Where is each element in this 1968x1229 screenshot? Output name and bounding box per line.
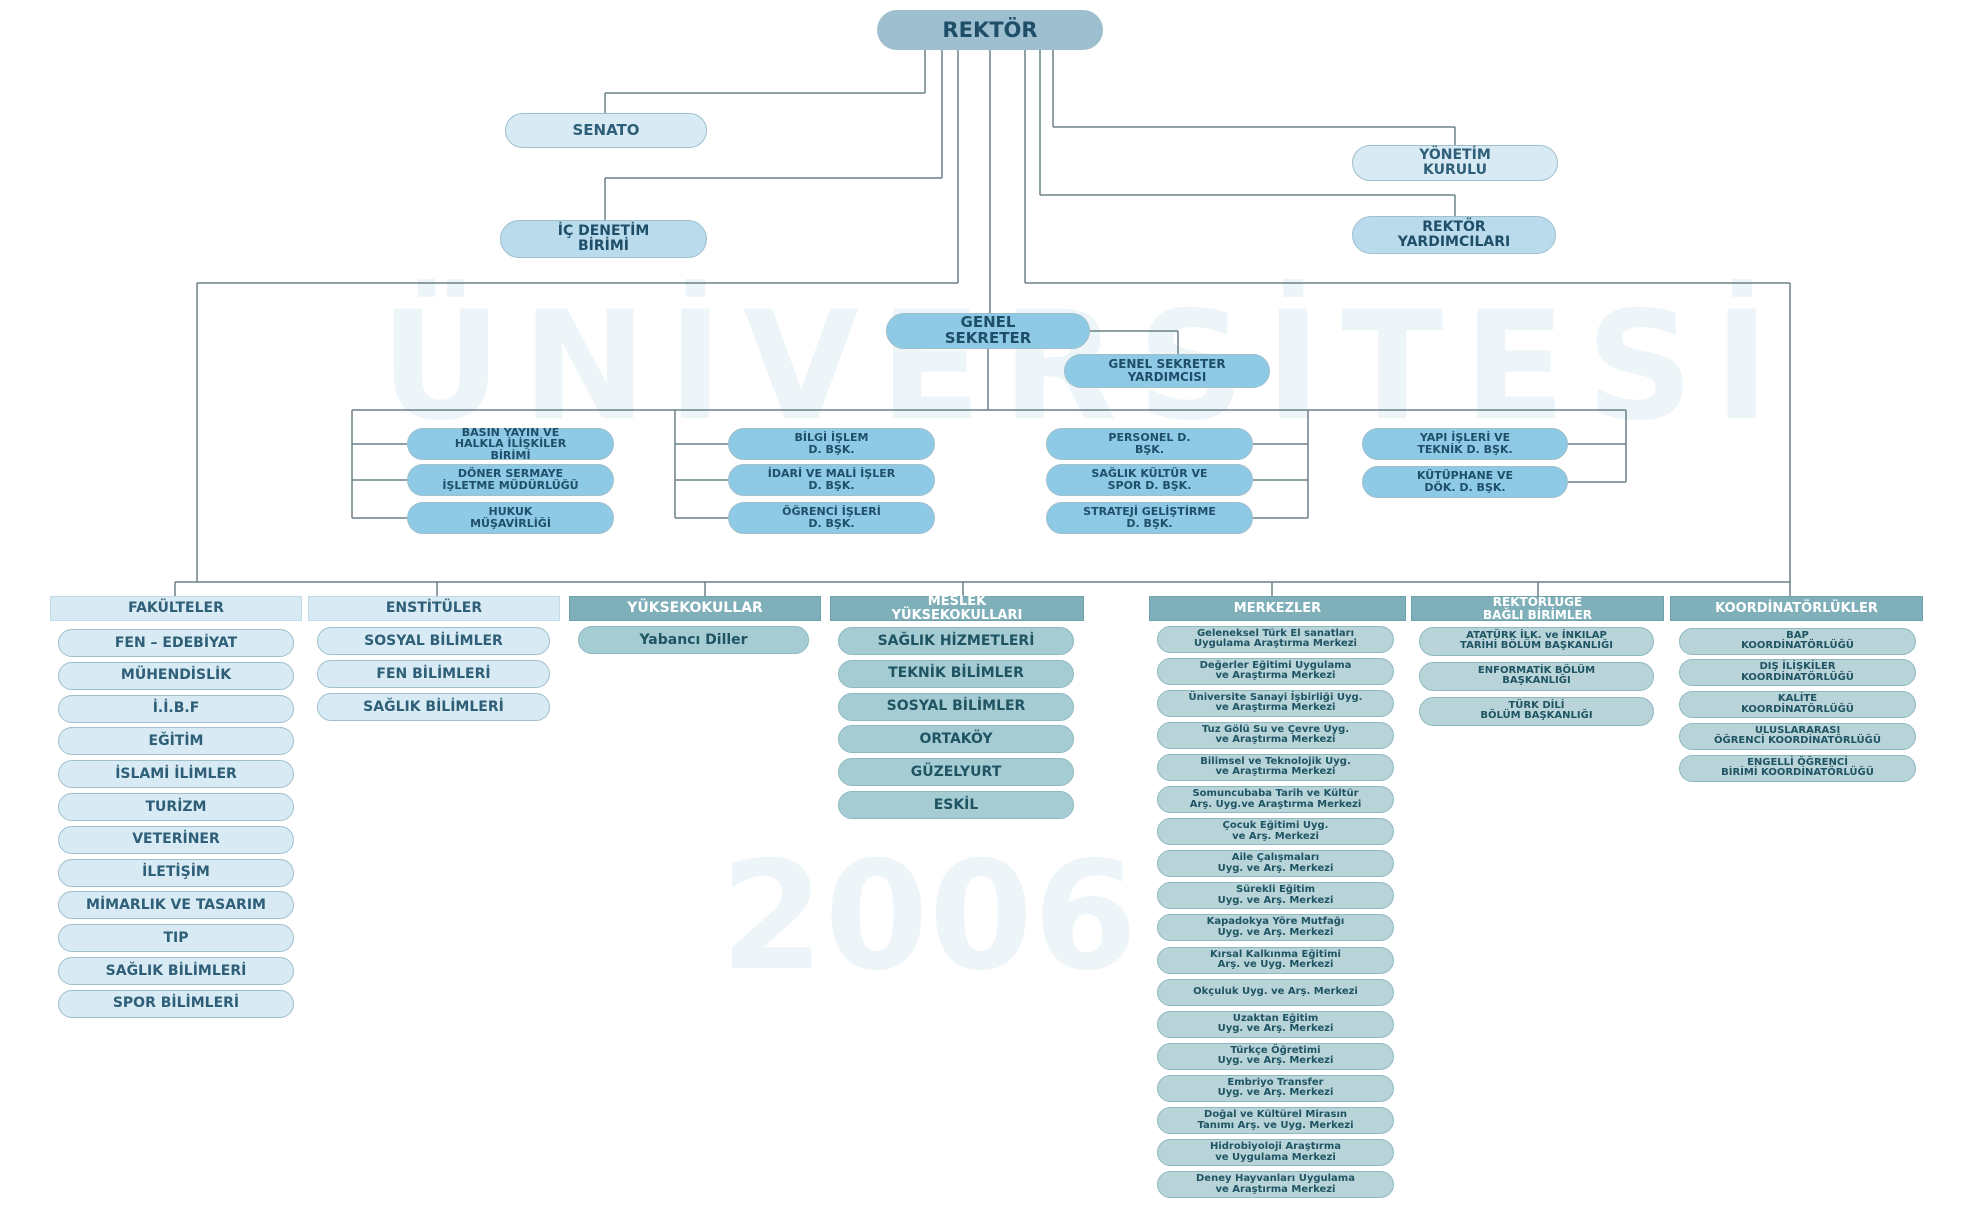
node-rektor: REKTÖR [877,10,1103,50]
fakulteler-item: SAĞLIK BİLİMLERİ [58,957,294,985]
merkezler-item: Bilimsel ve Teknolojik Uyg. ve Araştırma… [1157,753,1394,781]
meslek-item: TEKNİK BİLİMLER [838,659,1074,688]
fakulteler-item: TURİZM [58,793,294,821]
department-group1-item: DÖNER SERMAYE İŞLETME MÜDÜRLÜĞÜ [407,464,614,496]
fakulteler-item: İLETİŞİM [58,858,294,887]
enstituler-item: FEN BİLİMLERİ [317,660,550,688]
watermark-year: 2006 [720,830,1138,1004]
department-group1-item: BASIN YAYIN VE HALKLA İLİŞKİLER BİRİMİ [407,426,614,461]
enstituler-item: SAĞLIK BİLİMLERİ [317,693,550,721]
merkezler-item: Doğal ve Kültürel Mirasın Tanımı Arş. ve… [1157,1107,1394,1134]
meslek-item: GÜZELYURT [838,758,1074,787]
column-header-enstituler: ENSTİTÜLER [308,596,560,621]
merkezler-item: Aile Çalışmaları Uyg. ve Arş. Merkezi [1157,850,1394,878]
meslek-item: SAĞLIK HİZMETLERİ [838,627,1074,655]
meslek-item: ESKİL [838,791,1074,819]
merkezler-item: Okçuluk Uyg. ve Arş. Merkezi [1157,978,1394,1006]
node-senato: SENATO [505,113,707,148]
merkezler-item: Değerler Eğitimi Uygulama ve Araştırma M… [1157,657,1394,685]
merkezler-item: Kırsal Kalkınma Eğitimi Arş. ve Uyg. Mer… [1157,946,1394,974]
merkezler-item: Somuncubaba Tarih ve Kültür Arş. Uyg.ve … [1157,786,1394,813]
fakulteler-item: VETERİNER [58,825,294,854]
fakulteler-item: SPOR BİLİMLERİ [58,989,294,1018]
node-rektor-yardimcilari: REKTÖR YARDIMCILARI [1352,216,1556,254]
meslek-item: ORTAKÖY [838,725,1074,754]
rektorluge-item: ENFORMATİK BÖLÜM BAŞKANLIĞI [1419,661,1654,691]
rektorluge-item: ATATÜRK İLK. ve İNKILAP TARİHİ BÖLÜM BAŞ… [1419,626,1654,656]
koordinatorlukler-item: ULUSLARARASI ÖĞRENCİ KOORDİNATÖRLÜĞÜ [1679,722,1916,750]
department-group2-item: İDARİ VE MALİ İŞLER D. BŞK. [728,464,935,496]
column-header-meslek: MESLEK YÜKSEKOKULLARI [830,595,1084,622]
fakulteler-item: İSLAMİ İLİMLER [58,760,294,789]
column-header-koordinatorlukler: KOORDİNATÖRLÜKLER [1670,596,1923,621]
fakulteler-item: MİMARLIK VE TASARIM [58,891,294,920]
column-header-yuksekokullar: YÜKSEKOKULLAR [569,596,821,621]
enstituler-item: SOSYAL BİLİMLER [317,627,550,655]
department-group4-item: YAPI İŞLERİ VE TEKNİK D. BŞK. [1362,428,1568,460]
fakulteler-item: TIP [58,924,294,953]
yuksekokullar-item: Yabancı Diller [578,626,809,654]
merkezler-item: Sürekli Eğitim Uyg. ve Arş. Merkezi [1157,882,1394,910]
column-header-rektorluge: REKTÖRLÜĞE BAĞLI BİRİMLER [1411,596,1664,621]
merkezler-item: Embriyo Transfer Uyg. ve Arş. Merkezi [1157,1074,1394,1102]
node-genel-sekreter-yardimcisi: GENEL SEKRETER YARDIMCISI [1064,354,1270,388]
meslek-item: SOSYAL BİLİMLER [838,692,1074,721]
fakulteler-item: İ.İ.B.F [58,694,294,723]
node-yonetim-kurulu: YÖNETİM KURULU [1352,145,1558,181]
merkezler-item: Hidrobiyoloji Araştırma ve Uygulama Merk… [1157,1139,1394,1167]
department-group3-item: STRATEJİ GELİŞTİRME D. BŞK. [1046,502,1253,534]
merkezler-item: Çocuk Eğitimi Uyg. ve Arş. Merkezi [1157,818,1394,846]
merkezler-item: Türkçe Öğretimi Uyg. ve Arş. Merkezi [1157,1042,1394,1070]
fakulteler-item: FEN – EDEBİYAT [58,629,294,657]
department-group3-item: SAĞLIK KÜLTÜR VE SPOR D. BŞK. [1046,464,1253,496]
column-header-fakulteler: FAKÜLTELER [50,596,302,621]
rektorluge-item: TÜRK DİLİ BÖLÜM BAŞKANLIĞI [1419,696,1654,726]
department-group2-item: ÖĞRENCİ İŞLERİ D. BŞK. [728,502,935,534]
merkezler-item: Tuz Gölü Su ve Çevre Uyg. ve Araştırma M… [1157,721,1394,749]
fakulteler-item: EĞİTİM [58,727,294,756]
merkezler-item: Kapadokya Yöre Mutfağı Uyg. ve Arş. Merk… [1157,914,1394,942]
merkezler-item: Üniversite Sanayi İşbirliği Uyg. ve Araş… [1157,689,1394,717]
node-ic-denetim: İÇ DENETİM BİRİMİ [500,220,707,258]
merkezler-item: Geleneksel Türk El sanatları Uygulama Ar… [1157,625,1394,653]
department-group1-item: HUKUK MÜŞAVİRLİĞİ [407,502,614,534]
koordinatorlukler-item: KALİTE KOORDİNATÖRLÜĞÜ [1679,691,1916,719]
koordinatorlukler-item: BAP KOORDİNATÖRLÜĞÜ [1679,627,1916,655]
koordinatorlukler-item: DIŞ İLİŞKİLER KOORDİNATÖRLÜĞÜ [1679,659,1916,687]
column-header-merkezler: MERKEZLER [1149,596,1406,621]
fakulteler-item: MÜHENDİSLİK [58,661,294,690]
koordinatorlukler-item: ENGELLİ ÖĞRENCİ BİRİMİ KOORDİNATÖRLÜĞÜ [1679,754,1916,782]
department-group2-item: BİLGİ İŞLEM D. BŞK. [728,428,935,460]
department-group4-item: KÜTÜPHANE VE DÖK. D. BŞK. [1362,466,1568,498]
node-genel-sekreter: GENEL SEKRETER [886,313,1090,349]
merkezler-item: Deney Hayvanları Uygulama ve Araştırma M… [1157,1171,1394,1199]
merkezler-item: Uzaktan Eğitim Uyg. ve Arş. Merkezi [1157,1010,1394,1038]
department-group3-item: PERSONEL D. BŞK. [1046,428,1253,460]
